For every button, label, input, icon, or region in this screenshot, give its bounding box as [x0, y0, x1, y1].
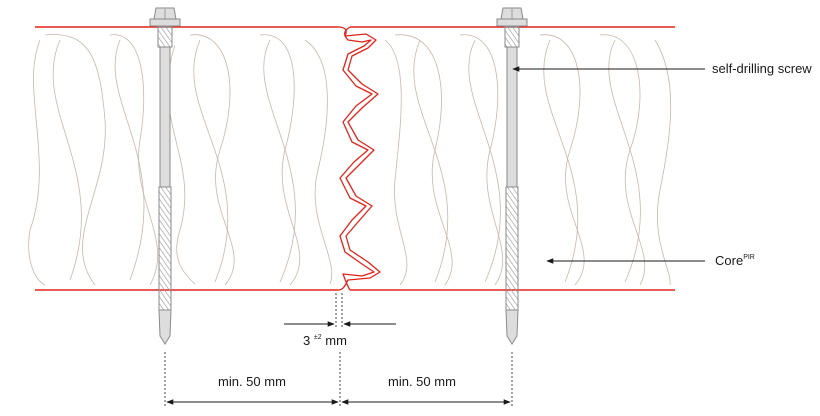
- distance-label-left: min. 50 mm: [218, 374, 286, 389]
- screw-washer: [496, 18, 528, 27]
- screw-upper-thread: [504, 26, 520, 48]
- screw-drill-tip: [505, 309, 519, 345]
- self-drilling-screw-left: [149, 7, 181, 345]
- core-label-text: Core: [715, 253, 744, 268]
- gap-value: 3: [303, 333, 311, 348]
- gap-unit: mm: [325, 333, 347, 348]
- core-insulation-right: [384, 34, 672, 286]
- distance-label-right: min. 50 mm: [388, 374, 456, 389]
- screw-label: self-drilling screw: [712, 61, 812, 76]
- facing-sheets: [35, 26, 675, 291]
- gap-dimension: [284, 293, 396, 328]
- screw-shank: [506, 46, 518, 188]
- screw-drill-tip: [158, 309, 172, 345]
- screw-shank: [159, 46, 171, 188]
- core-label-superscript: PIR: [743, 254, 755, 261]
- screw-washer: [149, 18, 181, 27]
- gap-tolerance: ±2: [313, 334, 322, 341]
- core-label: CorePIR: [715, 253, 755, 268]
- joint-profile: [337, 26, 381, 291]
- screw-lower-thread: [158, 186, 172, 311]
- distance-dimension: [164, 352, 513, 406]
- gap-label: 3 ±2 mm: [303, 333, 347, 348]
- screw-upper-thread: [157, 26, 173, 48]
- core-insulation-left: [28, 34, 333, 286]
- self-drilling-screw-right: [496, 7, 528, 345]
- screw-lower-thread: [505, 186, 519, 311]
